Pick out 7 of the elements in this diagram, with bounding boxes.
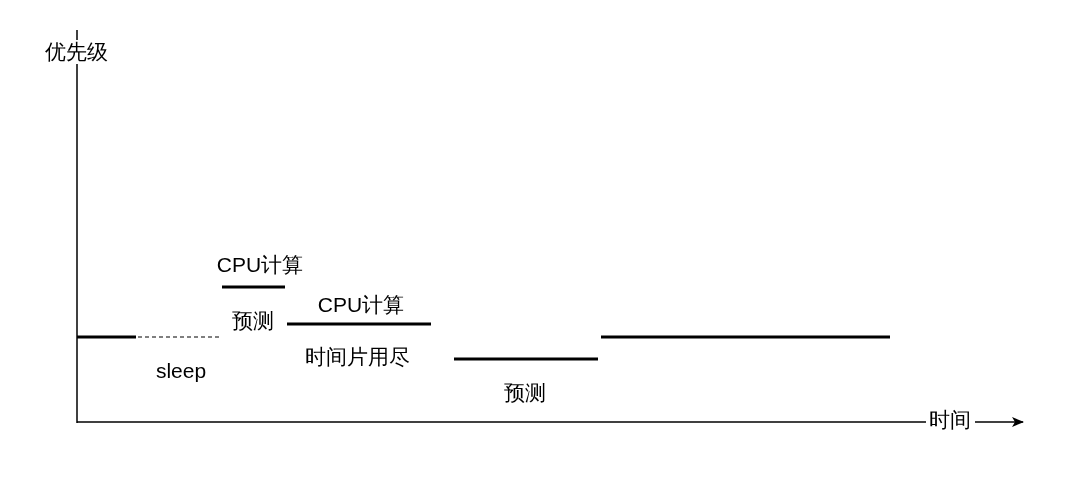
segment-label: CPU计算 [317,293,405,317]
segment-label: CPU计算 [216,253,304,277]
y-axis-label: 优先级 [44,40,108,64]
segment-label: 时间片用尽 [304,345,410,369]
x-axis-label: 时间 [929,408,971,432]
segment-label: 预测 [504,381,546,405]
segment-label: 预测 [232,309,274,333]
